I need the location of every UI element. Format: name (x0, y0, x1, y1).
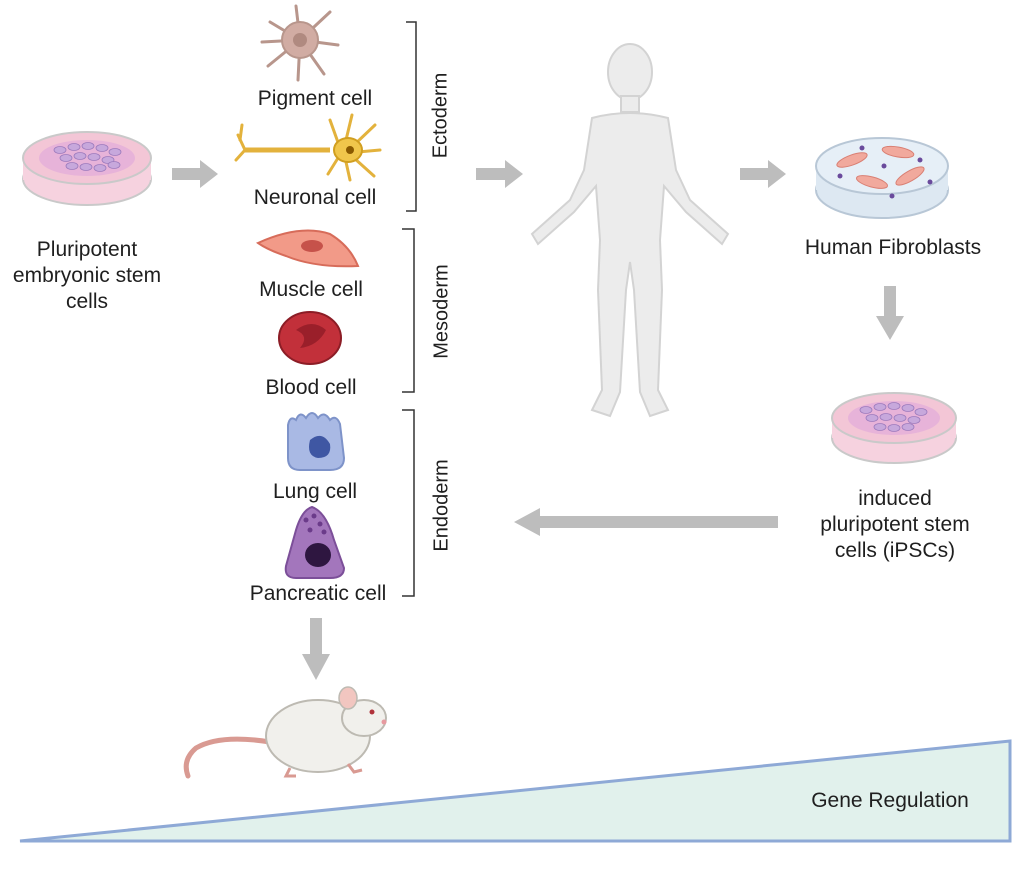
arrow-fibroblasts-to-ipsc (876, 286, 904, 340)
esc-petri-dish (22, 131, 152, 206)
arrow-cells-to-mouse (302, 618, 330, 680)
mouse-icon (183, 686, 387, 779)
ectoderm-bracket (406, 21, 417, 212)
mesoderm-label: Mesoderm (430, 264, 453, 359)
arrow-human-to-fibroblasts (740, 160, 786, 188)
pancreatic-cell-icon (284, 505, 346, 579)
pancreatic-cell-label: Pancreatic cell (249, 582, 387, 605)
gene-regulation-wedge (19, 739, 1012, 843)
neuronal-cell-label: Neuronal cell (253, 186, 377, 209)
muscle-cell-icon (255, 229, 360, 268)
endoderm-label: Endoderm (430, 459, 453, 552)
ipsc-petri-dish (831, 392, 957, 464)
blood-cell-label: Blood cell (265, 376, 357, 399)
pigment-cell-label: Pigment cell (257, 87, 373, 110)
mesoderm-bracket (402, 228, 415, 393)
ectoderm-label: Ectoderm (429, 72, 452, 159)
neuronal-cell-icon (234, 113, 382, 182)
muscle-cell-label: Muscle cell (259, 278, 363, 301)
gene-regulation-label: Gene Regulation (811, 789, 969, 812)
esc-label: Pluripotent embryonic stem cells (12, 238, 162, 313)
lung-cell-icon (287, 412, 346, 471)
blood-cell-icon (278, 311, 342, 365)
pigment-cell-icon (260, 4, 340, 82)
arrow-esc-to-cells (172, 160, 218, 188)
ipsc-label: induced pluripotent stem cells (iPSCs) (820, 487, 970, 562)
endoderm-bracket (402, 409, 415, 597)
arrow-ipsc-to-cells (514, 508, 778, 536)
human-fibroblasts-label: Human Fibroblasts (804, 236, 982, 259)
human-body-figure (530, 43, 730, 418)
arrow-cells-to-human (476, 160, 523, 188)
lung-cell-label: Lung cell (272, 480, 358, 503)
fibroblast-petri-dish (815, 137, 949, 219)
